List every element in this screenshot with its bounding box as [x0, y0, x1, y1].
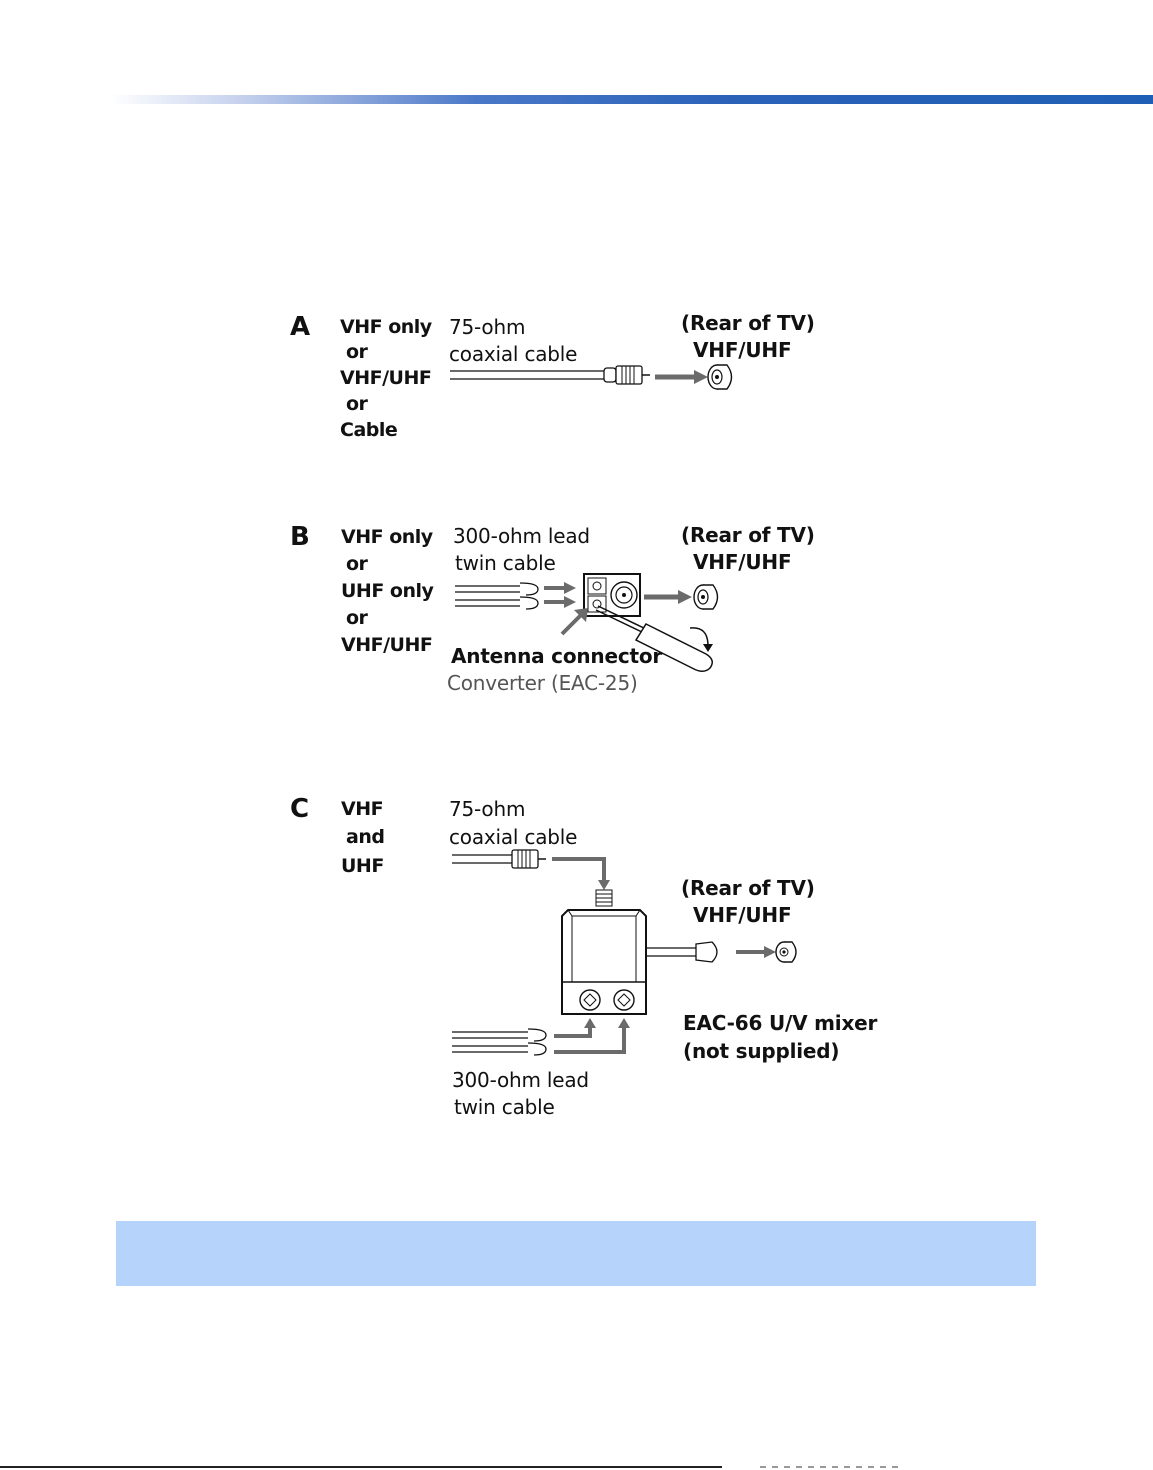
figure-c-tv-label-1: (Rear of TV): [681, 876, 815, 900]
figure-c-diagram: [452, 849, 797, 1056]
twin-lead-route-arrows: [554, 1018, 630, 1054]
figure-a-source-5: Cable: [340, 419, 398, 441]
figure-b-diagram: [455, 573, 719, 672]
figure-b-source-1: VHF only: [341, 526, 433, 548]
figure-a-diagram: [450, 364, 733, 390]
figure-c-mixer-label-2: (not supplied): [683, 1039, 840, 1063]
footer-rule: [0, 1466, 722, 1468]
figure-a-tv-label-2: VHF/UHF: [693, 338, 792, 362]
figure-c-mixer-label-1: EAC-66 U/V mixer: [683, 1011, 878, 1035]
figure-b-source-3: UHF only: [341, 580, 434, 602]
figure-c-twin-label-2: twin cable: [454, 1095, 555, 1119]
figure-b-tv-label-2: VHF/UHF: [693, 550, 792, 574]
figure-a-source-1: VHF only: [340, 316, 432, 338]
output-arrow: [644, 590, 692, 604]
output-arrow: [736, 946, 776, 958]
coaxial-cable: [452, 849, 546, 869]
figure-c-source-3: UHF: [341, 855, 384, 877]
figure-a-source-2: or: [346, 341, 368, 363]
insert-arrow: [655, 370, 708, 384]
note-band: [116, 1221, 1036, 1286]
tv-antenna-jack-icon: [707, 364, 733, 390]
figure-c-coax-label-2: coaxial cable: [449, 825, 578, 849]
f-connector-plug: [615, 365, 650, 385]
screwdriver-icon: [595, 605, 713, 672]
figure-b-source-2: or: [346, 553, 368, 575]
figure-c-letter: C: [290, 794, 310, 824]
figure-a-tv-label-1: (Rear of TV): [681, 311, 815, 335]
figure-c-coax-label-1: 75-ohm: [449, 797, 526, 821]
figure-c-twin-label-1: 300-ohm lead: [452, 1068, 589, 1092]
coax-route-arrow: [552, 857, 610, 890]
figure-b-tv-label-1: (Rear of TV): [681, 523, 815, 547]
tv-antenna-jack-icon: [693, 584, 719, 610]
figure-b-letter: B: [290, 522, 310, 552]
connector-pointer-arrow: [560, 608, 588, 636]
coaxial-cable: [450, 367, 617, 383]
figure-b-converter-label: Converter (EAC-25): [447, 671, 638, 695]
figure-b-source-4: or: [346, 607, 368, 629]
header-gradient-bar: [110, 95, 1153, 104]
figure-c-source-2: and: [346, 826, 385, 848]
figure-b-connector-label: Antenna connector: [451, 644, 663, 668]
footer-rule-faint: [760, 1466, 900, 1468]
uv-mixer-icon: [561, 889, 647, 1015]
antenna-converter-icon: [583, 573, 641, 617]
figure-a-source-4: or: [346, 393, 368, 415]
figure-a-cable-label-2: coaxial cable: [449, 342, 578, 366]
tv-antenna-jack-icon: [775, 941, 797, 963]
figure-b-source-5: VHF/UHF: [341, 634, 433, 656]
figure-a-letter: A: [290, 312, 311, 342]
figure-a-source-3: VHF/UHF: [340, 367, 432, 389]
twin-lead-cable: [452, 1028, 547, 1056]
figure-c-source-1: VHF: [341, 798, 384, 820]
figure-a-cable-label-1: 75-ohm: [449, 315, 526, 339]
figure-b-cable-label-1: 300-ohm lead: [453, 524, 590, 548]
figure-c-tv-label-2: VHF/UHF: [693, 903, 792, 927]
figure-b-cable-label-2: twin cable: [455, 551, 556, 575]
twin-lead-cable: [455, 582, 539, 610]
mixer-output-cable: [646, 941, 718, 963]
insert-arrows: [544, 582, 576, 608]
